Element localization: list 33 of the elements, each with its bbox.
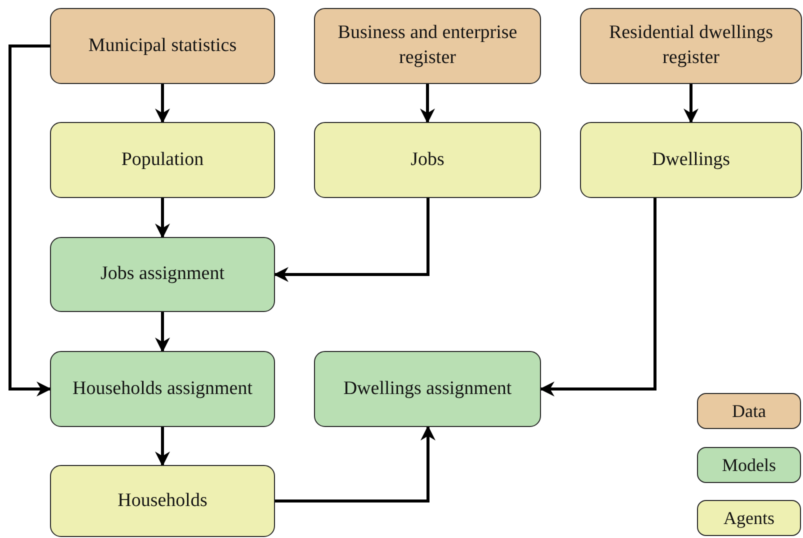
arrow: [155, 198, 170, 238]
arrow: [274, 198, 430, 282]
data-box: [314, 8, 541, 84]
arrow: [275, 426, 436, 502]
node-label: Jobs assignment: [100, 262, 225, 286]
arrow: [540, 198, 656, 396]
arrow: [155, 84, 170, 124]
model-box: [50, 237, 275, 312]
node-label: Dwellings assignment: [343, 376, 512, 401]
arrow: [420, 84, 435, 124]
legend-label: Models: [722, 454, 776, 476]
agent-box: [314, 122, 541, 198]
arrow: [155, 427, 170, 466]
data-box: [580, 8, 802, 84]
model-box: [50, 351, 275, 427]
node-label: Population: [121, 148, 204, 172]
agent-box: [50, 465, 275, 537]
model-box: [314, 351, 541, 427]
node-label: Dwellings: [652, 148, 730, 172]
legend-label: Agents: [724, 508, 774, 528]
node-label: Households: [118, 488, 208, 513]
node-label: Jobs: [410, 148, 444, 172]
arrow: [155, 312, 170, 352]
node-label: Residential dwellings register: [608, 21, 774, 70]
arrow: [8, 44, 52, 396]
arrow: [684, 84, 698, 124]
agent-box: [580, 122, 802, 198]
node-label: Households assignment: [72, 376, 252, 401]
node-label: Business and enterprise register: [336, 21, 518, 70]
agent-box: [50, 122, 275, 198]
data-box: [50, 8, 275, 84]
node-label: Municipal statistics: [88, 34, 237, 58]
legend-label: Data: [732, 400, 766, 422]
